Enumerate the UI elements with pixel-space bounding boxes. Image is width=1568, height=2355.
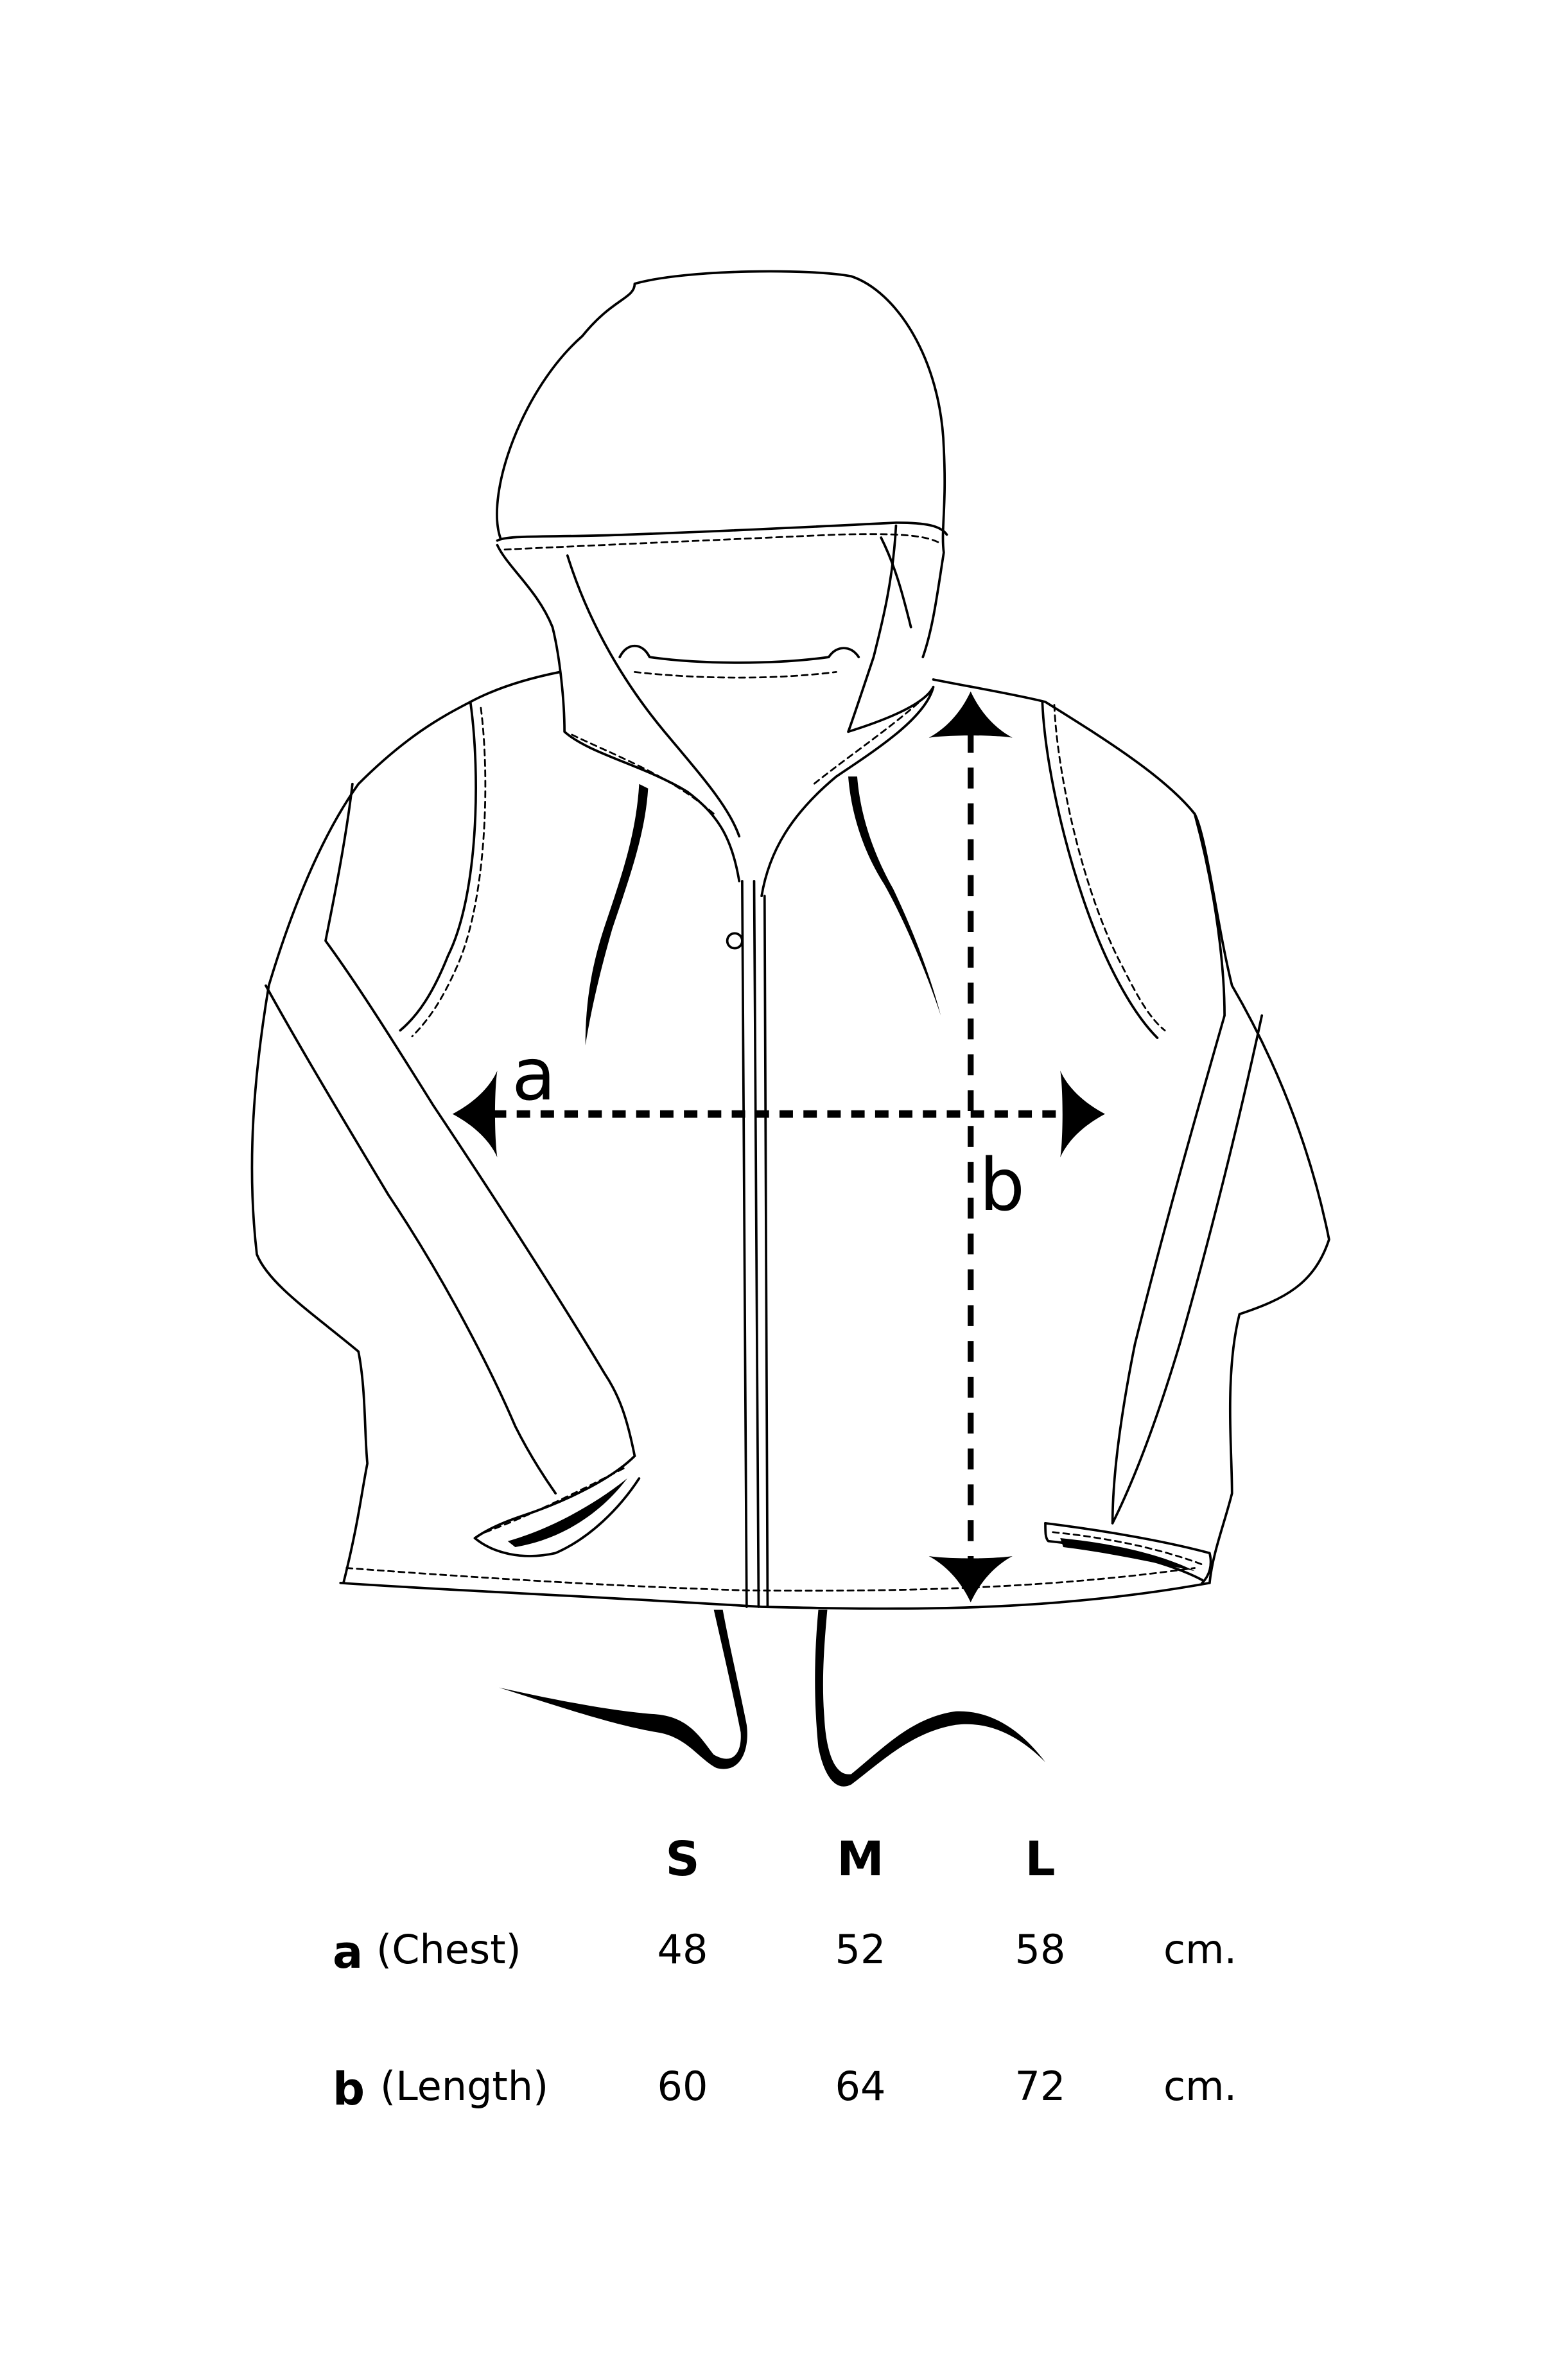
zipper [741,880,769,1608]
body-hem [339,1581,1211,1610]
unit-label: cm. [1163,1926,1237,1973]
body-right [932,678,1330,1584]
measurement-a-label: a [512,1033,556,1117]
hood-inner-left [496,543,741,882]
measurement-a-arrow [452,1071,1106,1158]
row-name: (Chest) [376,1926,521,1973]
cell-l: 58 [1015,1926,1066,1973]
row-key: a [333,1926,363,1979]
unit-label: cm. [1163,2063,1237,2110]
hood-rim [496,521,948,542]
measurement-b-arrow [928,691,1013,1603]
size-header-m: M [837,1832,884,1887]
drawstring-right [848,776,941,1016]
right-sleeve [1111,812,1226,1525]
hood-outline [496,270,946,658]
row-name: (Length) [380,2063,549,2110]
drawstring-left [585,784,649,1046]
left-sleeve [324,782,636,1458]
cell-s: 60 [657,2063,708,2110]
measurement-b-label: b [979,1144,1025,1227]
drawstring-lower-right [815,1609,1045,1787]
row-key: b [333,2063,365,2115]
cell-s: 48 [657,1926,708,1973]
size-header-l: L [1025,1832,1056,1887]
cell-l: 72 [1015,2063,1066,2110]
size-header-s: S [665,1832,700,1887]
cell-m: 52 [835,1926,886,1973]
hood-inner-right [760,524,935,898]
cell-m: 64 [835,2063,886,2110]
drawstring-lower-left [498,1609,747,1769]
body-left [250,670,562,1584]
